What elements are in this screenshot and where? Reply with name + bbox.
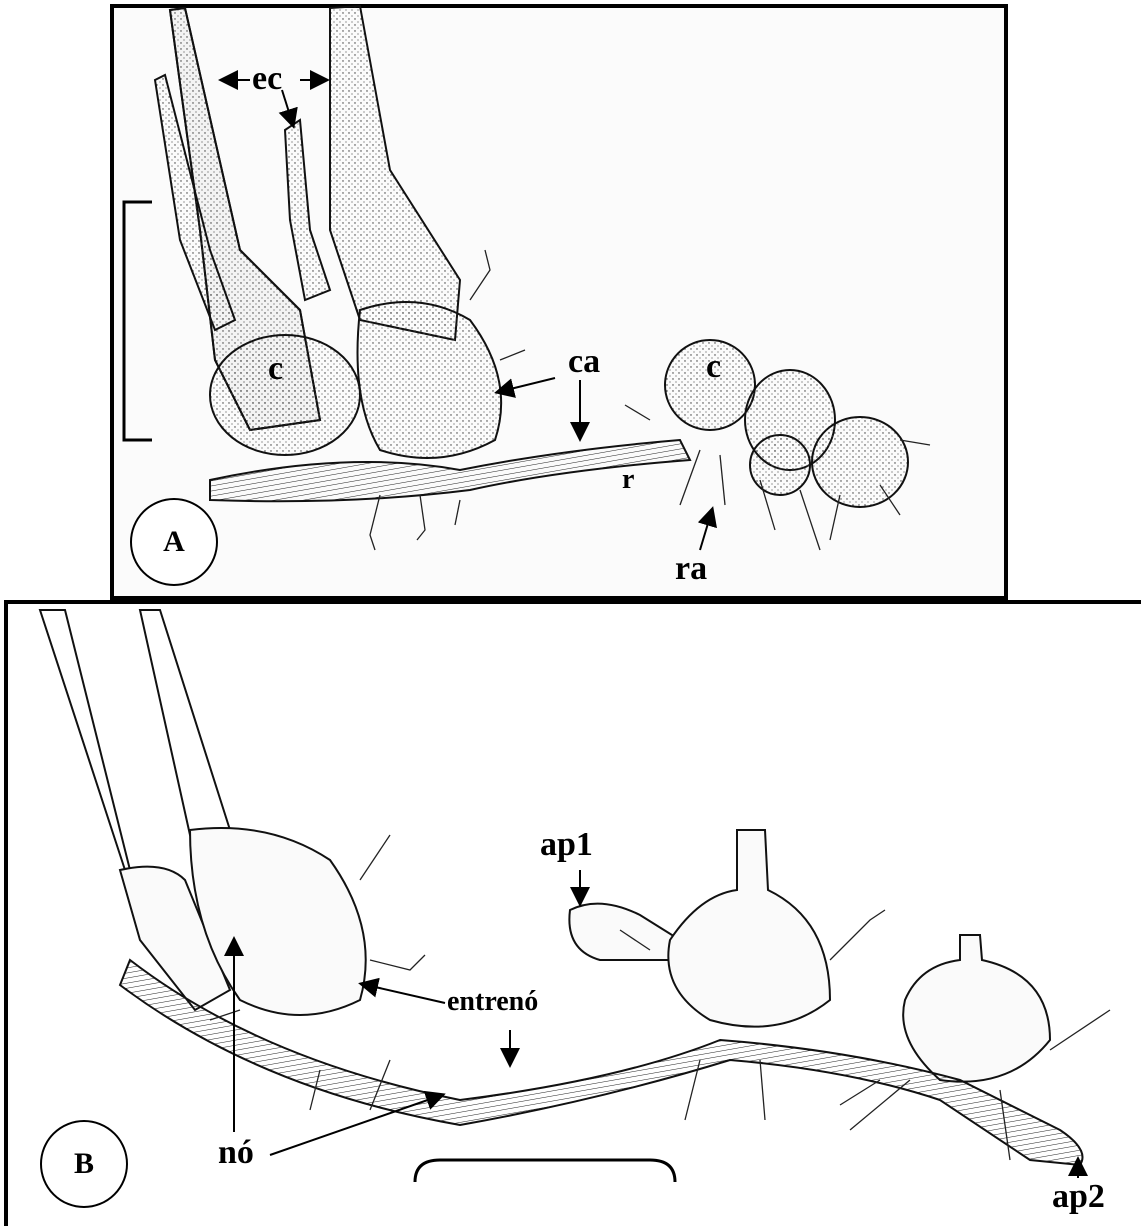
label-ra: ra (675, 552, 707, 586)
label-no: nó (218, 1136, 254, 1170)
scale-bar-a (124, 202, 152, 440)
label-r: r (622, 466, 634, 494)
label-c-right: c (706, 350, 721, 384)
panel-b (4, 600, 1141, 1226)
panel-b-letter: B (40, 1120, 128, 1208)
label-ec: ec (252, 62, 282, 96)
panel-a-letter: A (130, 498, 218, 586)
label-c-left: c (268, 352, 283, 386)
label-ca: ca (568, 345, 600, 379)
label-ap2: ap2 (1052, 1180, 1105, 1214)
label-entreno: entrenó (447, 988, 538, 1016)
label-ap1: ap1 (540, 828, 593, 862)
